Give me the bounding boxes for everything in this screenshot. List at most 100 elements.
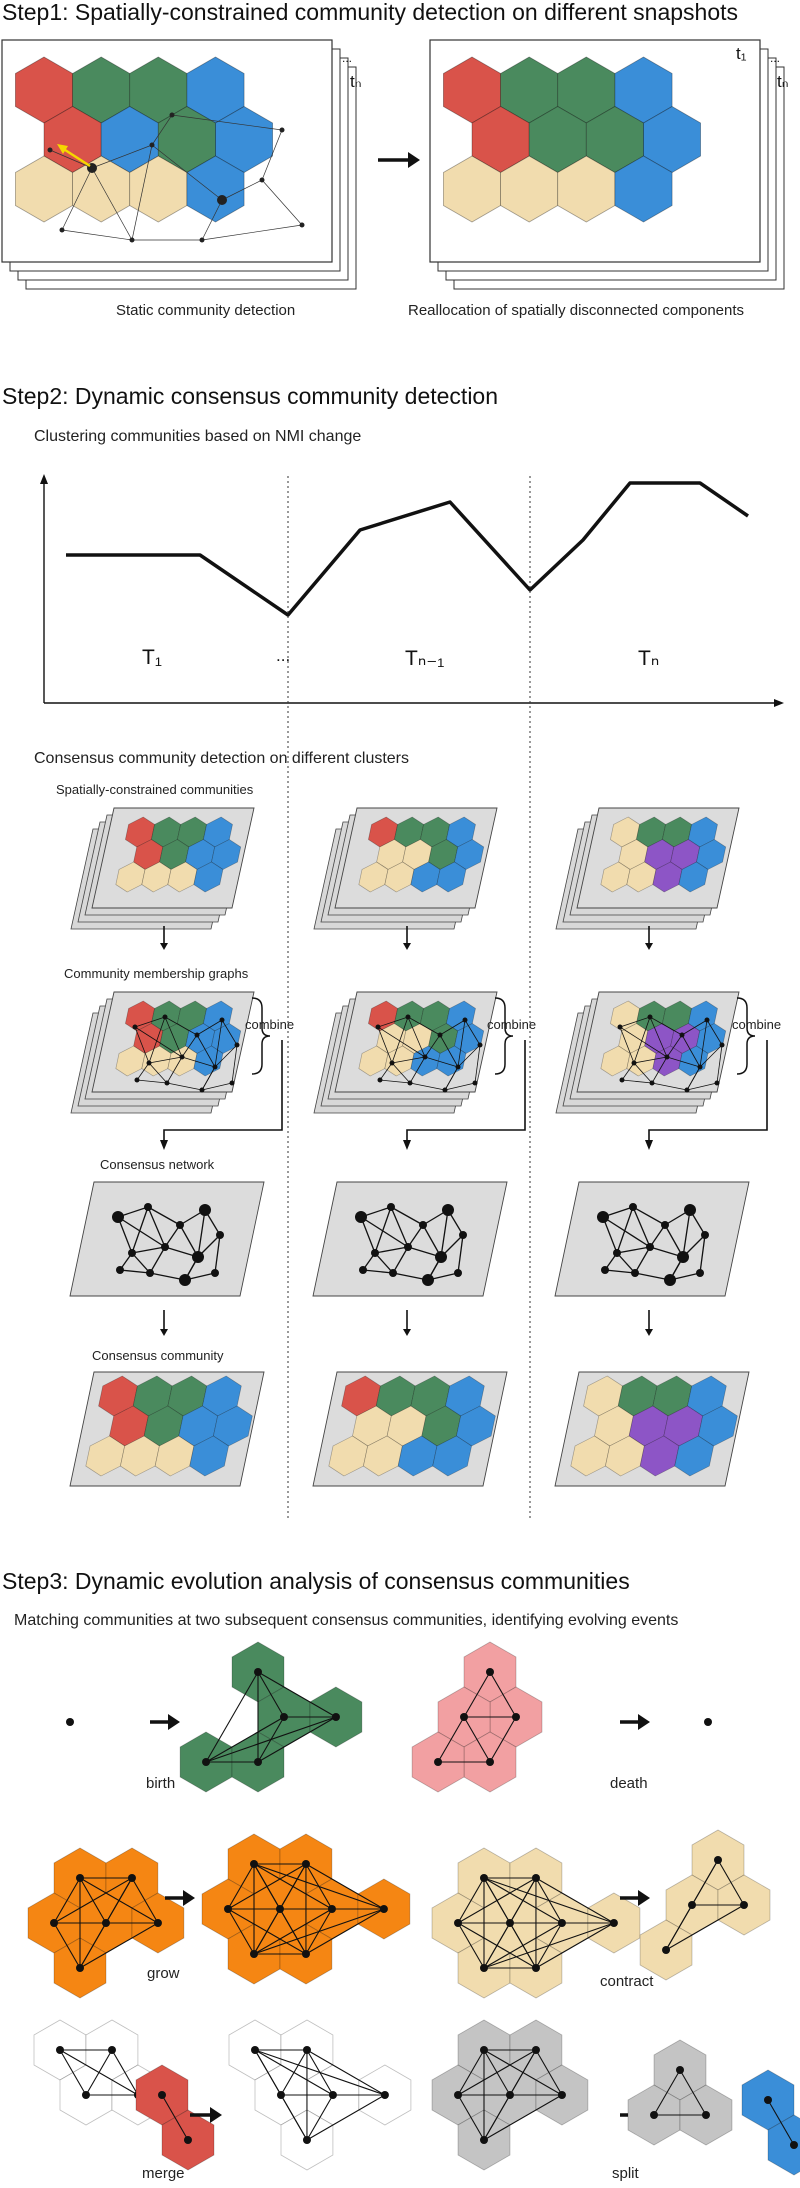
network-node [371,1249,379,1257]
event-node [609,1919,618,1927]
event-node [714,1856,722,1864]
combine-arrow-2 [406,1040,526,1140]
event-node [127,1874,136,1882]
event-node [557,2091,566,2099]
network-node [199,1204,211,1216]
spatial-map-3 [600,816,727,893]
network-edge [699,1019,708,1068]
event-label-birth: birth [146,1775,176,1792]
network-node [132,1024,138,1030]
network-node [219,1017,225,1023]
period-label-ellipsis: ... [276,646,291,665]
event-edge [457,2094,485,2141]
network-edge [131,1246,166,1254]
network-edge [633,1016,651,1064]
event-edge [253,1908,385,1955]
network-node [649,1080,655,1086]
network-edge [444,1066,459,1091]
network-edge [149,1246,166,1274]
network-edge [602,1216,618,1254]
step1-panel-left-map [14,56,274,223]
event-edge [53,1922,81,1969]
network-node [422,1054,428,1060]
row-label-membership: Community membership graphs [64,966,249,981]
event-edge [131,1877,159,1924]
event-edge [679,2069,707,2116]
network-node [684,1087,690,1093]
event-edge [717,1859,745,1906]
event-edge [306,2049,386,2096]
step2-title: Step2: Dynamic consensus community detec… [2,383,499,409]
network-node [234,1042,240,1048]
event-node [50,1919,59,1927]
event-edge [205,1671,259,1763]
network-edge [196,1034,216,1068]
network-edge [164,1016,198,1036]
event-edge [227,1863,255,1910]
network-node [597,1211,609,1223]
network-edge [117,1216,166,1248]
graph-edge [151,114,173,146]
combine-arrow-1 [163,1040,283,1140]
network-edge [131,1206,149,1254]
event-node [739,1901,748,1909]
event-node [531,2046,540,2054]
network-node [216,1231,224,1239]
event-node [81,2091,90,2099]
network-node [389,1269,397,1277]
network-node [631,1269,639,1277]
graph-edge [261,179,303,226]
network-edge [197,1209,206,1258]
event-node [76,1964,84,1972]
event-node [434,1758,443,1766]
event-node [701,2111,710,2119]
event-node [301,1950,310,1958]
network-edge [134,1016,166,1028]
network-edge [681,1019,708,1036]
network-edge [360,1216,376,1254]
network-node [647,1014,653,1020]
step1-caption-right: Reallocation of spatially disconnected c… [408,302,745,319]
network-edge [379,1062,393,1081]
event-node [454,2091,463,2099]
network-node [684,1204,696,1216]
network-edge [134,1026,183,1058]
network-node [128,1249,136,1257]
network-edge [616,1252,636,1274]
network-node [229,1080,235,1086]
hex-cell [193,861,224,893]
network-node [619,1077,625,1083]
network-node [164,1080,170,1086]
network-edge [374,1252,394,1274]
network-edge [649,1016,668,1058]
network-edge [633,1056,668,1064]
event-node [250,1950,258,1958]
event-edge [457,1922,485,1969]
graph-node [59,227,65,233]
contract-after [639,1829,771,1981]
network-node [389,1060,395,1066]
event-node [302,2046,311,2054]
step1-panel-left-graph [47,112,305,243]
hex-cell [614,155,673,223]
hex-cell [678,861,709,893]
network-node [355,1211,367,1223]
network-edge [379,1079,411,1084]
network-edge [651,1082,688,1091]
network-edge [686,1082,718,1091]
event-edge [79,1922,107,1969]
network-edge [474,1044,481,1084]
row-label-community: Consensus community [92,1348,224,1363]
event-node [251,2046,259,2054]
network-edge [166,1056,183,1084]
network-node [176,1221,184,1229]
network-node [462,1017,468,1023]
network-node [377,1077,383,1083]
nmi-line [66,481,749,617]
network-edge [147,1206,166,1248]
event-node [302,2136,311,2144]
event-edge [457,2049,485,2096]
network-node [679,1032,685,1038]
step2-subtitle2: Consensus community detection on differe… [34,750,410,767]
